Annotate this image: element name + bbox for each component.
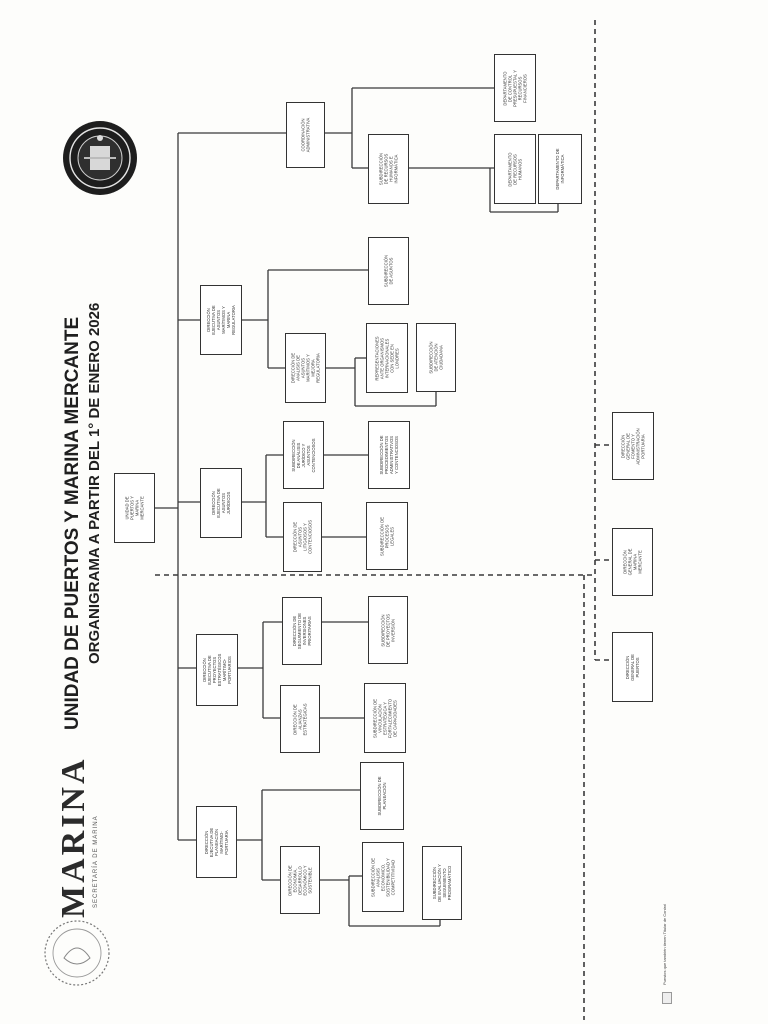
org-box-dg-fomento: DIRECCIÓN GENERAL DE FOMENTO Y ADMINISTR… <box>612 412 654 480</box>
org-box-depto-informatica: DEPARTAMENTO DE INFORMÁTICA <box>538 134 582 204</box>
org-box-sub-atencion: SUBDIRECCIÓN DE ATENCIÓN CIUDADANA <box>416 323 456 392</box>
org-box-direccion-economia: DIRECCIÓN DE ECONOMÍA, DESARROLLO ECONÓM… <box>280 846 320 914</box>
org-box-head: UNIDAD DE PUERTOS Y MARINA MERCANTE <box>114 473 155 543</box>
org-box-sub-recursos: SUBDIRECCIÓN DE RECURSOS HUMANOS E INFOR… <box>368 134 409 204</box>
org-box-representaciones: REPRESENTACIONES ANTE ORGANISMOS INTERNA… <box>366 323 408 393</box>
footnote: Puestos que también tienen Titular de Co… <box>662 903 667 985</box>
government-seal-icon <box>44 920 110 986</box>
seal-emblem-icon <box>63 121 137 195</box>
org-box-dg-marina-mercante: DIRECCIÓN GENERAL DE MARINA MERCANTE <box>612 528 653 596</box>
org-box-sub-evaluacion: SUBDIRECCIÓN DE EVALUACIÓN Y SEGUIMIENTO… <box>422 846 462 920</box>
page-subtitle: ORGANIGRAMA A PARTIR DEL 1° DE ENERO 202… <box>86 302 103 664</box>
org-box-subdireccion-juridico: SUBDIRECCIÓN DE ANÁLISIS JURÍDICO Y ASUN… <box>283 421 324 489</box>
org-box-direccion-seguimiento: DIRECCIÓN DE SEGUIMIENTO DE INVERSIONES … <box>282 597 322 665</box>
org-box-direccion-analisis-regulatorio: DIRECCIÓN DE ANÁLISIS DE ASUNTOS MARÍTIM… <box>285 333 326 403</box>
org-box-depto-control: DEPARTAMENTO DE CONTROL PRESUPUESTAL Y R… <box>494 54 536 122</box>
page-title: UNIDAD DE PUERTOS Y MARINA MERCANTE <box>62 316 83 730</box>
org-box-proyectos-estrategicos: DIRECCIÓN EJECUTIVA DE PROYECTOS ESTRATÉ… <box>196 634 238 706</box>
org-box-sub-asuntos: SUBDIRECCIÓN DE ASUNTOS <box>368 237 409 305</box>
org-box-sub-procesos: SUBDIRECCIÓN DE PROCESOS LEGALES <box>366 502 408 570</box>
brand-logo-text: MARINA <box>55 756 92 918</box>
org-box-planeacion-maritimo-portuaria: DIRECCIÓN EJECUTIVA DE PLANEACIÓN MARÍTI… <box>196 806 237 878</box>
org-box-sub-vinculacion: SUBDIRECCIÓN DE VINCULACIÓN ESTRATÉGICA … <box>364 683 406 753</box>
org-box-coordinacion-administrativa: COORDINACIÓN ADMINISTRATIVA <box>286 102 325 168</box>
org-box-depto-recursos-humanos: DEPARTAMENTO DE RECURSOS HUMANOS <box>494 134 536 204</box>
org-box-dg-puertos: DIRECCIÓN GENERAL DE PUERTOS <box>612 632 653 702</box>
brand-tagline: SECRETARÍA DE MARINA <box>93 815 99 908</box>
org-box-sub-planeacion: SUBDIRECCIÓN DE PLANEACIÓN <box>360 762 404 830</box>
org-box-direccion-alianzas: DIRECCIÓN DE ALIANZAS ESTRATÉGICAS <box>280 685 320 753</box>
org-box-asuntos-juridicos: DIRECCIÓN EJECUTIVA DE ASUNTOS JURÍDICOS <box>200 468 242 538</box>
footnote-marker <box>662 992 672 1004</box>
org-box-sub-procedimientos: SUBDIRECCIÓN DE PROCEDIMIENTOS ADMINISTR… <box>368 421 410 489</box>
org-box-direccion-contencioso: DIRECCIÓN DE ASUNTOS LITIGIOSOS Y CONTEN… <box>283 502 322 572</box>
org-box-asuntos-maritimos: DIRECCIÓN EJECUTIVA DE ASUNTOS MARÍTIMOS… <box>200 285 242 355</box>
org-box-sub-analisis-economico: SUBDIRECCIÓN DE ANÁLISIS ECONÓMICO, SOST… <box>362 842 404 912</box>
org-box-sub-proyectos: SUBDIRECCIÓN DE PROYECTOS INVERSIÓN <box>368 596 408 664</box>
